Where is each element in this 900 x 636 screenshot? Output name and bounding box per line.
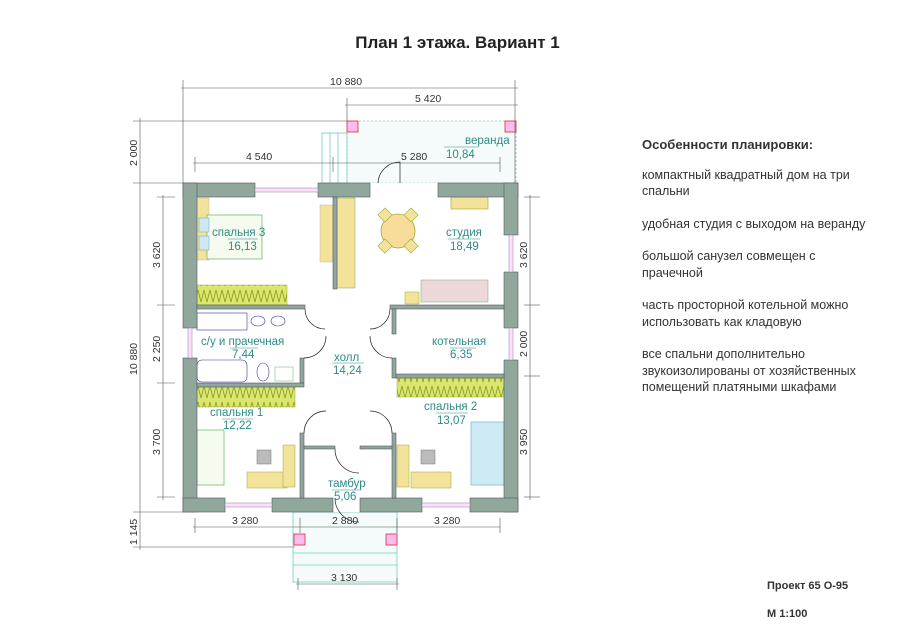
- features-panel: Особенности планировки: компактный квадр…: [642, 137, 872, 412]
- room-name-vestibule: тамбур: [328, 478, 366, 490]
- room-name-bathroom: с/у и прачечная: [201, 336, 284, 348]
- dim-veranda-width: 5 420: [415, 93, 441, 105]
- bed-icon: [470, 421, 505, 486]
- dim-right-3: 3 950: [518, 429, 530, 455]
- dim-total-depth: 10 880: [128, 343, 140, 375]
- dim-total-width: 10 880: [330, 76, 362, 88]
- room-area-bathroom: 7,44: [232, 349, 255, 361]
- feature-item: большой санузел совмещен с прачечной: [642, 249, 816, 280]
- scale-label: М 1:100: [767, 608, 808, 620]
- room-name-veranda: веранда: [465, 135, 510, 147]
- room-area-hall: 14,24: [333, 365, 362, 377]
- feature-item: компактный квадратный дом на три спальни: [642, 167, 850, 199]
- bed-icon: [206, 214, 263, 260]
- room-area-veranda: 10,84: [446, 149, 475, 161]
- sink-icon: [270, 315, 286, 327]
- dim-porch-width: 3 130: [331, 572, 357, 584]
- porch-post: [385, 533, 398, 546]
- bed-icon: [196, 429, 225, 486]
- project-code: Проект 65 О-95: [767, 580, 849, 592]
- bathtub: [196, 359, 248, 383]
- page-title: План 1 этажа. Вариант 1: [355, 33, 560, 52]
- feature-item: удобная студия с выходом на веранду: [642, 216, 866, 231]
- wardrobe: [196, 284, 288, 306]
- dimension-labels: 10 880 5 420 4 540 5 280 2 000 10 880 1 …: [128, 76, 530, 584]
- dim-left-1: 3 620: [151, 242, 163, 268]
- walls: [182, 182, 519, 513]
- feature-item: все спальни дополнительно звукоизолирова…: [642, 347, 856, 394]
- dim-right-1: 3 620: [518, 242, 530, 268]
- sink-icon: [250, 315, 266, 327]
- veranda-post: [346, 120, 359, 133]
- dim-porch-depth: 1 145: [128, 519, 140, 545]
- room-area-bedroom1: 12,22: [223, 420, 252, 432]
- room-name-bedroom2: спальня 2: [424, 401, 477, 413]
- room-name-studio: студия: [446, 227, 482, 239]
- veranda: [321, 120, 517, 184]
- dim-bottom-1: 3 280: [232, 515, 258, 527]
- room-area-studio: 18,49: [450, 241, 479, 253]
- features-heading: Особенности планировки:: [642, 137, 814, 152]
- dim-bottom-2: 2 880: [332, 515, 358, 527]
- windows: [187, 187, 514, 508]
- porch: [292, 511, 398, 583]
- room-area-boiler: 6,35: [450, 349, 472, 361]
- kitchen-counter: [336, 197, 356, 289]
- dim-left-2: 2 250: [151, 336, 163, 362]
- dim-right-2: 2 000: [518, 331, 530, 357]
- wardrobe: [196, 386, 296, 408]
- room-name-bedroom1: спальня 1: [210, 407, 263, 419]
- furniture: [196, 196, 505, 489]
- room-name-bedroom3: спальня 3: [212, 227, 265, 239]
- dimension-lines: [133, 80, 540, 590]
- room-name-boiler: котельная: [432, 336, 486, 348]
- dining-table: [380, 213, 416, 249]
- room-area-bedroom2: 13,07: [437, 415, 466, 427]
- porch-post: [293, 533, 306, 546]
- room-name-hall: холл: [334, 352, 359, 364]
- dim-bottom-3: 3 280: [434, 515, 460, 527]
- feature-item: часть просторной котельной можно использ…: [642, 298, 849, 329]
- room-area-vestibule: 5,06: [334, 491, 356, 503]
- doors: [303, 161, 401, 523]
- washer: [196, 312, 248, 331]
- veranda-post: [504, 120, 517, 133]
- sofa: [420, 279, 489, 303]
- dim-top-right: 5 280: [401, 151, 427, 163]
- dim-veranda-depth: 2 000: [128, 140, 140, 166]
- dim-top-left: 4 540: [246, 151, 272, 163]
- toilet-icon: [256, 362, 270, 382]
- wardrobe: [396, 376, 505, 398]
- room-area-bedroom3: 16,13: [228, 241, 257, 253]
- room-labels: веранда 10,84 спальня 3 16,13 студия 18,…: [201, 135, 510, 503]
- dim-left-3: 3 700: [151, 429, 163, 455]
